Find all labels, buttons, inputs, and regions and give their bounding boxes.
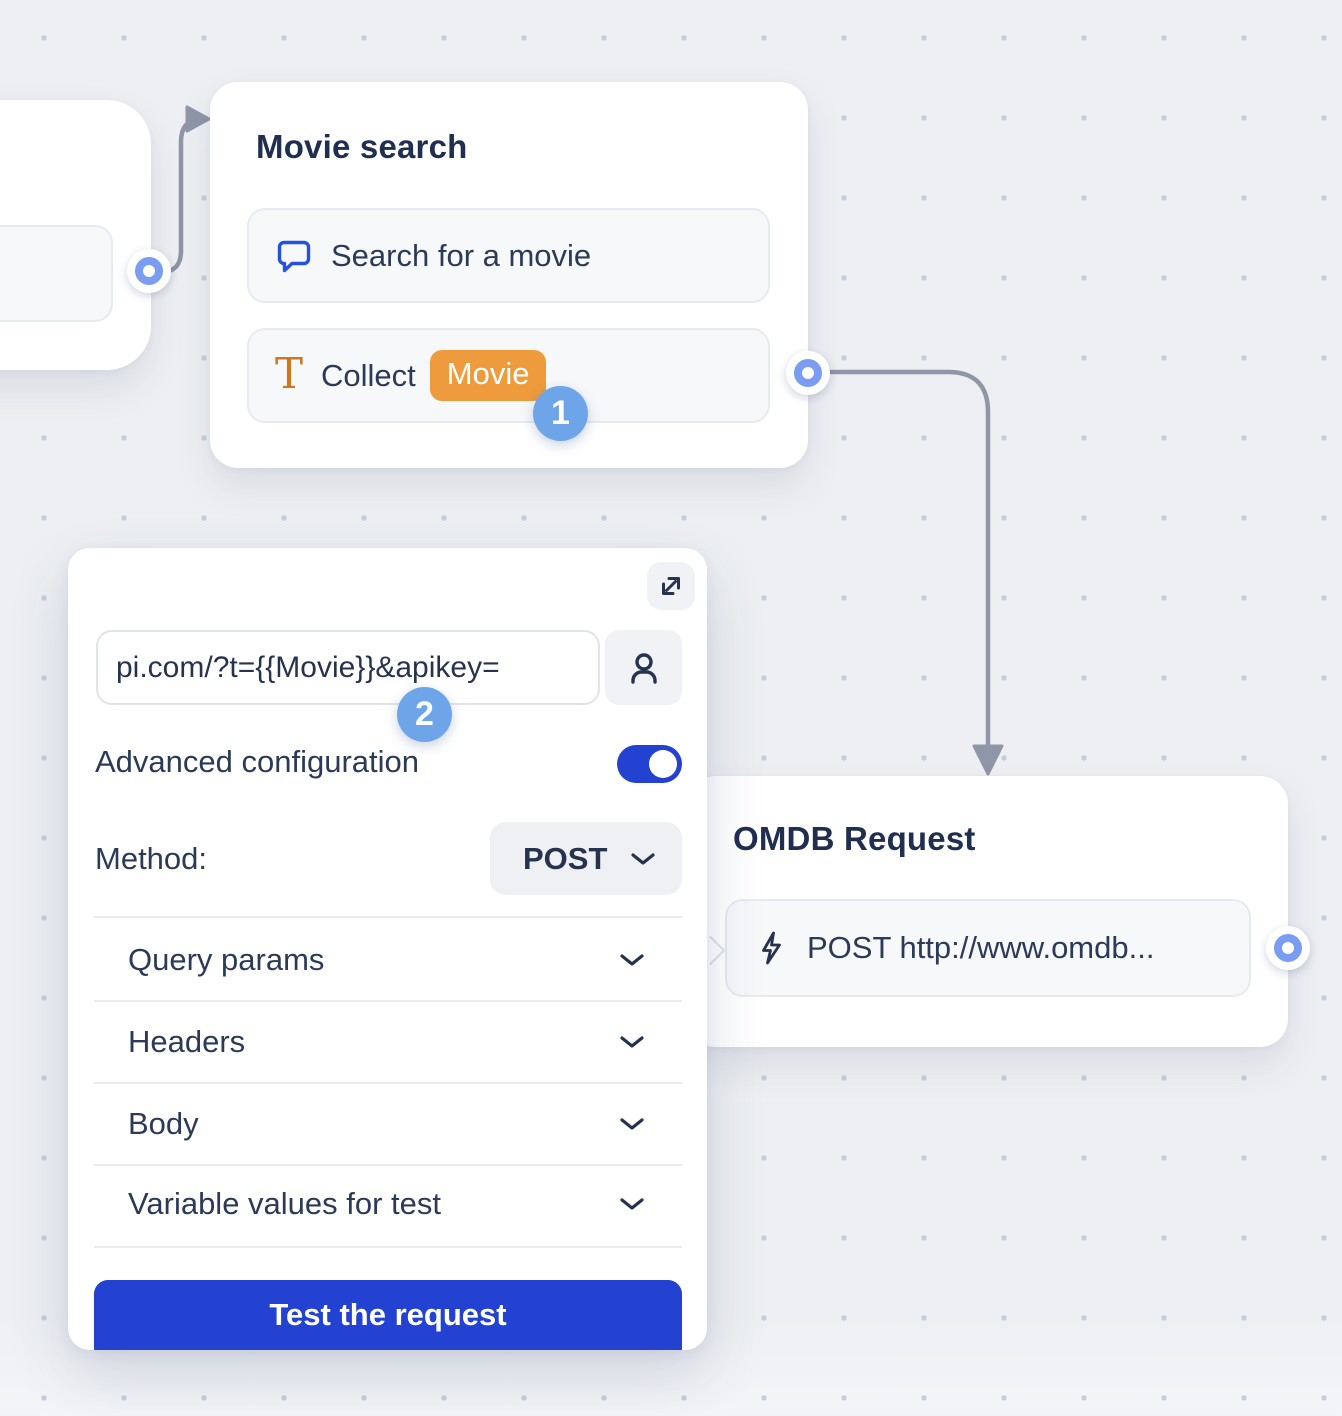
divider xyxy=(94,1082,682,1084)
section-query-params[interactable]: Query params xyxy=(94,921,682,999)
advanced-configuration-toggle[interactable] xyxy=(617,745,682,783)
toggle-knob xyxy=(649,750,677,778)
divider xyxy=(94,916,682,918)
block-label: Collect xyxy=(321,357,416,393)
section-label: Variable values for test xyxy=(128,1186,442,1221)
webhook-editor-panel: Advanced configuration Method: POST Quer… xyxy=(68,548,707,1350)
step-badge-2: 2 xyxy=(397,687,452,742)
node-title-omdb-request: OMDB Request xyxy=(733,820,976,857)
section-headers[interactable]: Headers xyxy=(94,1003,682,1081)
chevron-down-icon xyxy=(630,851,656,867)
chat-bubble-icon xyxy=(275,238,313,274)
block-label: POST http://www.omdb... xyxy=(807,930,1155,965)
section-label: Body xyxy=(128,1106,199,1141)
divider xyxy=(94,1246,682,1248)
block-collect-input[interactable]: T Collect Movie xyxy=(247,328,770,423)
output-port-omdb-request[interactable] xyxy=(1266,926,1310,970)
step-badge-1: 1 xyxy=(533,386,588,441)
section-variable-values[interactable]: Variable values for test xyxy=(94,1165,682,1243)
divider xyxy=(94,1164,682,1166)
connector-previous-to-movie-search xyxy=(147,116,205,275)
output-port-movie-search[interactable] xyxy=(786,351,830,395)
expand-panel-button[interactable] xyxy=(647,562,695,610)
node-omdb-request[interactable]: OMDB Request POST http://www.omdb... xyxy=(688,776,1288,1047)
method-value: POST xyxy=(523,840,608,876)
test-the-request-button[interactable]: Test the request xyxy=(94,1280,682,1350)
section-label: Headers xyxy=(128,1024,246,1059)
expand-diagonal-icon xyxy=(655,570,687,602)
text-collect-icon: T xyxy=(275,348,304,398)
node-movie-search[interactable]: Movie search Search for a movie T Collec… xyxy=(210,82,808,468)
advanced-configuration-label: Advanced configuration xyxy=(95,744,420,779)
insert-variable-button[interactable] xyxy=(605,630,682,705)
arrowhead-into-movie-search xyxy=(185,105,211,133)
block-label: Search for a movie xyxy=(331,237,592,273)
previous-node-block[interactable] xyxy=(0,225,113,322)
chevron-down-icon xyxy=(619,1196,645,1212)
section-label: Query params xyxy=(128,942,325,977)
connector-movie-search-to-omdb xyxy=(821,369,991,749)
block-webhook[interactable]: POST http://www.omdb... xyxy=(725,899,1251,997)
method-dropdown[interactable]: POST xyxy=(490,822,682,895)
lightning-icon xyxy=(753,930,789,966)
method-label: Method: xyxy=(95,841,208,876)
block-send-message[interactable]: Search for a movie xyxy=(247,208,770,303)
chevron-down-icon xyxy=(619,1034,645,1050)
arrowhead-into-omdb xyxy=(972,744,1004,776)
url-field-wrap xyxy=(96,630,600,705)
chevron-down-icon xyxy=(619,1116,645,1132)
chevron-down-icon xyxy=(619,952,645,968)
url-input[interactable] xyxy=(98,650,598,685)
node-previous[interactable] xyxy=(0,100,151,370)
divider xyxy=(94,1000,682,1002)
variable-chip-movie[interactable]: Movie xyxy=(429,350,547,401)
person-icon xyxy=(626,651,662,685)
output-port-previous-node[interactable] xyxy=(127,249,171,293)
node-title-movie-search: Movie search xyxy=(256,128,468,165)
section-body[interactable]: Body xyxy=(94,1085,682,1163)
